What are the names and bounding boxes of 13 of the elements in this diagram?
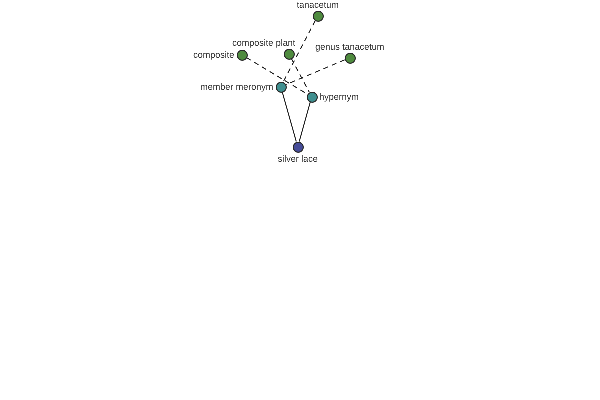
dashed-connector (291, 58, 310, 93)
node-label: silver lace (278, 154, 318, 164)
node-label: tanacetum (297, 0, 340, 10)
connector-line (299, 102, 311, 142)
node-label: member meronym (200, 82, 274, 92)
node-label: hypernym (320, 92, 360, 102)
dashed-connector (283, 20, 316, 83)
dashed-connector (286, 60, 346, 86)
connector-line (282, 92, 297, 142)
node-label: composite (194, 50, 235, 60)
dashed-connector (246, 57, 308, 95)
node-label: genus tanacetum (316, 42, 385, 52)
node-label: composite plant (232, 38, 296, 48)
